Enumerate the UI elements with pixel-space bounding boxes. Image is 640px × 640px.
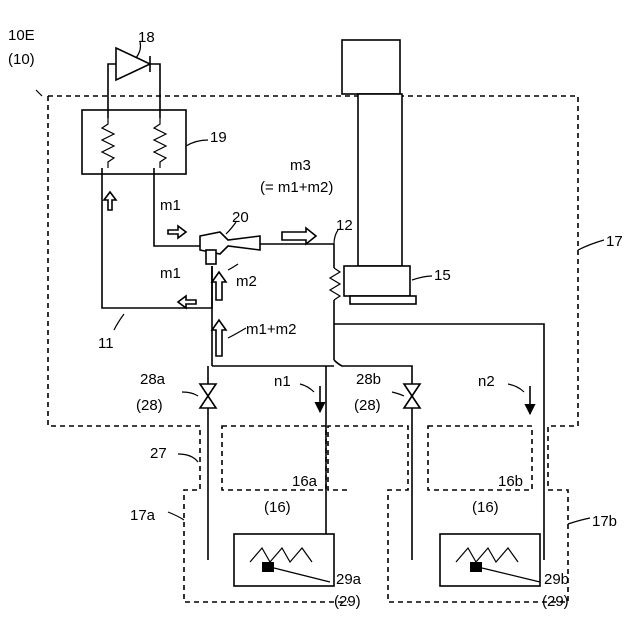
label-valve-28b-ref: (28) [354,397,381,414]
label-compressor: 18 [138,29,155,46]
valve-28b-top [404,384,420,396]
flow-arrow-m3 [282,228,316,244]
flow-arrow-up-left [104,192,116,210]
leader-28a [182,392,198,396]
leader-17b [568,518,590,524]
label-pipe-12: 12 [336,217,353,234]
flow-arrow-m1m2 [212,320,226,356]
label-stage: 15 [434,267,451,284]
top-head-block [342,40,400,94]
label-load-16b-ref: (16) [472,499,499,516]
flow-arrow-m1-top [168,226,186,238]
label-m3: m3 [290,157,311,174]
leader-17 [578,240,604,250]
label-radiator: 19 [210,129,227,146]
valve-28b-bottom [404,396,420,408]
stage-coil [330,268,340,300]
label-m3-eq: (= m1+m2) [260,179,333,196]
leader-28b [392,392,404,396]
pipe-branch-b-supply [334,360,412,560]
label-ejector: 20 [232,209,249,226]
label-valve-28a: 28a [140,371,166,388]
leader-15 [412,276,432,280]
label-main-pipe: 11 [98,335,114,352]
stage-15-base [350,296,416,304]
stage-15 [344,266,410,296]
label-load-16a-ref: (16) [264,499,291,516]
label-indoor-unit-b: 17b [592,513,617,530]
leader-11 [114,314,124,330]
stage-column [358,94,402,266]
leader-n2 [508,384,524,392]
leader-19 [186,140,208,146]
flow-arrow-m2 [212,272,226,300]
label-load-16a: 16a [292,473,318,490]
label-n2: n2 [478,373,495,390]
label-valve-28b: 28b [356,371,381,388]
flow-arrow-m1-bottom [178,296,196,308]
label-system-ref: (10) [8,51,35,68]
label-m1m2: m1+m2 [246,321,296,338]
label-m2: m2 [236,273,257,290]
label-sensor-29a-ref: (29) [334,593,361,610]
leader-17a [168,512,184,520]
load-16a [234,534,334,586]
label-n1: n1 [274,373,291,390]
leader-m2 [228,264,238,270]
label-sensor-29a: 29a [336,571,362,588]
leader-10e [36,90,42,96]
label-pipe-27: 27 [150,445,167,462]
label-system-id: 10E [8,27,35,44]
label-sensor-29b-ref: (29) [542,593,569,610]
radiator-19 [82,110,186,174]
compressor-18 [116,48,150,80]
leader-n1 [300,384,314,392]
label-load-16b: 16b [498,473,523,490]
ejector-suction-port [206,250,216,264]
leader-27 [178,454,198,462]
label-indoor-unit-a: 17a [130,507,156,524]
label-m1-bottom: m1 [160,265,181,282]
valve-28a-top [200,384,216,396]
sensor-29a-block [262,562,274,572]
sensor-29b-block [470,562,482,572]
label-m1-top: m1 [160,197,181,214]
label-valve-28a-ref: (28) [136,397,163,414]
leader-m1m2 [228,328,246,338]
label-sensor-29b: 29b [544,571,569,588]
valve-28a-bottom [200,396,216,408]
pipe-11-loop [102,168,212,308]
pipe-branch-b-return [334,324,544,560]
label-outdoor-unit: 17 [606,233,623,250]
